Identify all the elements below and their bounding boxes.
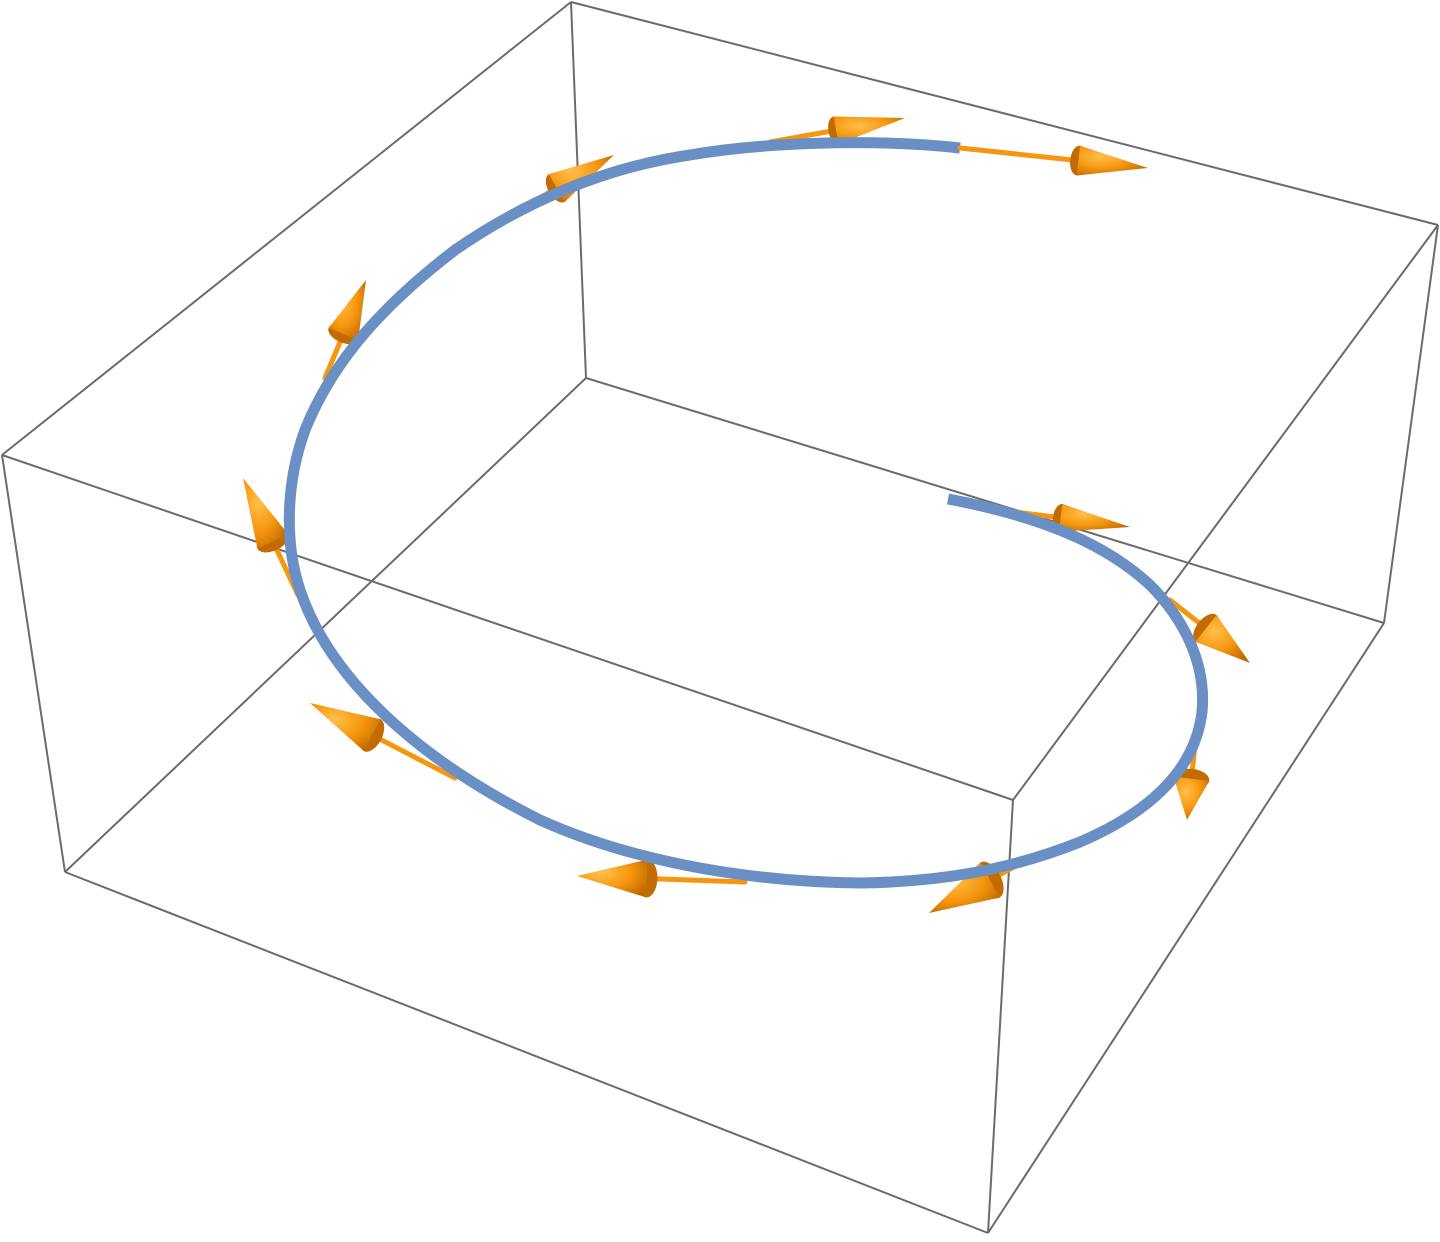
box-edge [1, 1, 572, 456]
arrow-cone [1076, 145, 1148, 176]
box-edge [585, 377, 1385, 624]
arrow-cone [243, 478, 289, 549]
tangent-arrow [310, 703, 458, 781]
arrow-cone [833, 116, 905, 144]
arrow-shaft [369, 732, 458, 781]
tangent-arrows-front [957, 145, 1148, 176]
tangent-arrow [957, 145, 1148, 176]
arrow-cone [1195, 615, 1250, 663]
spiral-curve [283, 137, 1209, 889]
box-edge [1, 454, 1014, 801]
box-edge [987, 622, 1385, 1234]
box-edge [570, 1, 1439, 226]
arrow-shaft [957, 145, 1081, 164]
box-edge [1383, 224, 1439, 624]
arrow-cone [1173, 776, 1210, 820]
tangent-arrow [577, 859, 748, 898]
arrow-cone [1058, 504, 1130, 532]
box-edge [64, 377, 587, 873]
tangent-arrow [322, 280, 366, 381]
arrow-cone [577, 859, 648, 898]
box-edge [1012, 224, 1439, 801]
box-edge [1, 454, 66, 873]
arrow-cone [328, 280, 366, 341]
tangent-arrow [1167, 597, 1250, 663]
arrow-cone [310, 703, 381, 752]
box-edge [64, 871, 989, 1234]
arrow-shaft [644, 875, 748, 885]
tangent-arrows-back [243, 116, 1250, 913]
